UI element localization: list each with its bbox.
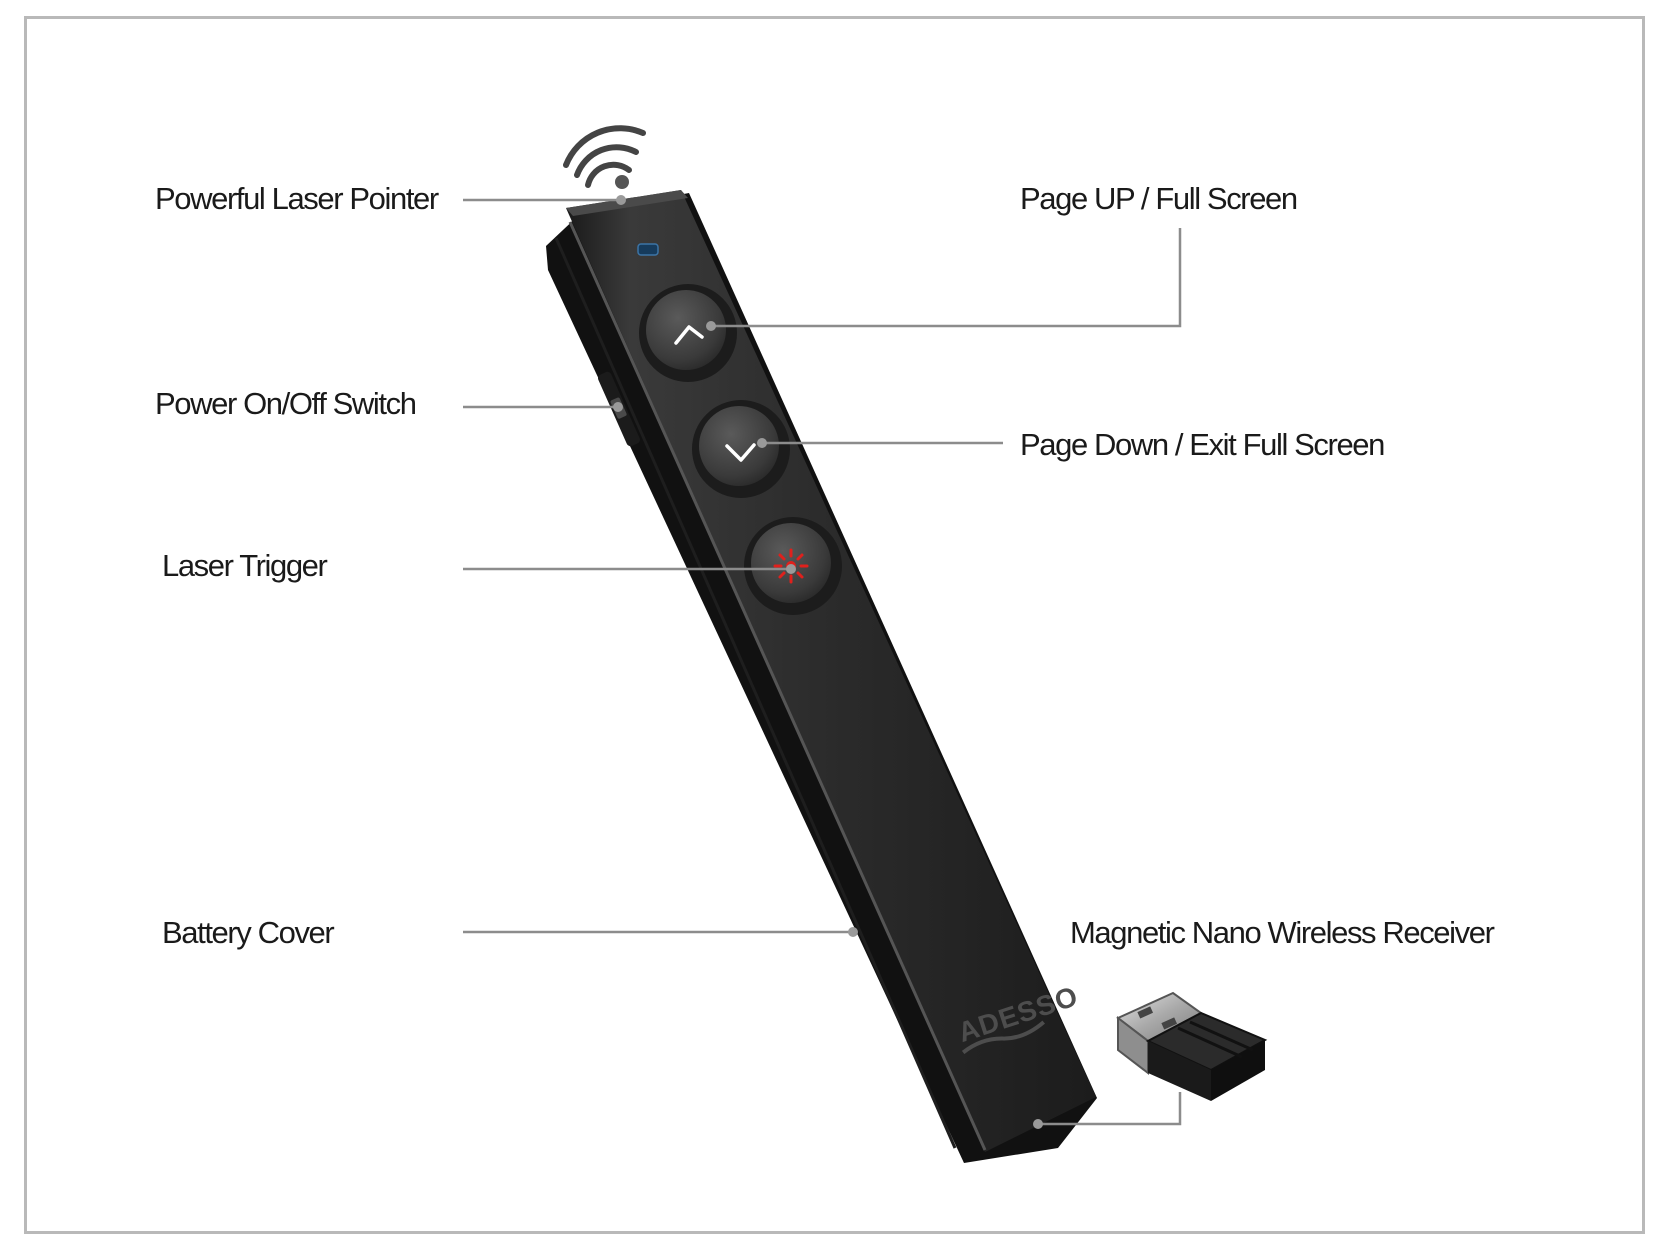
usb-receiver bbox=[1116, 991, 1268, 1101]
label-page-down: Page Down / Exit Full Screen bbox=[1020, 427, 1385, 462]
label-page-up: Page UP / Full Screen bbox=[1020, 181, 1298, 216]
chevron-up-icon bbox=[674, 325, 704, 345]
page-down-button[interactable] bbox=[692, 400, 790, 498]
label-laser-pointer: Powerful Laser Pointer bbox=[155, 181, 439, 216]
chevron-down-icon bbox=[725, 443, 756, 462]
label-power-switch: Power On/Off Switch bbox=[155, 386, 417, 421]
leader-dots bbox=[613, 195, 1043, 1129]
laser-trigger-button[interactable] bbox=[744, 517, 842, 615]
leader-lines bbox=[463, 198, 1182, 1126]
wireless-signal-icon bbox=[563, 125, 646, 189]
label-battery-cover: Battery Cover bbox=[162, 915, 335, 950]
page-up-button[interactable] bbox=[639, 284, 737, 382]
laser-led bbox=[637, 243, 659, 256]
label-laser-trigger: Laser Trigger bbox=[162, 548, 328, 583]
label-receiver: Magnetic Nano Wireless Receiver bbox=[1070, 915, 1495, 950]
